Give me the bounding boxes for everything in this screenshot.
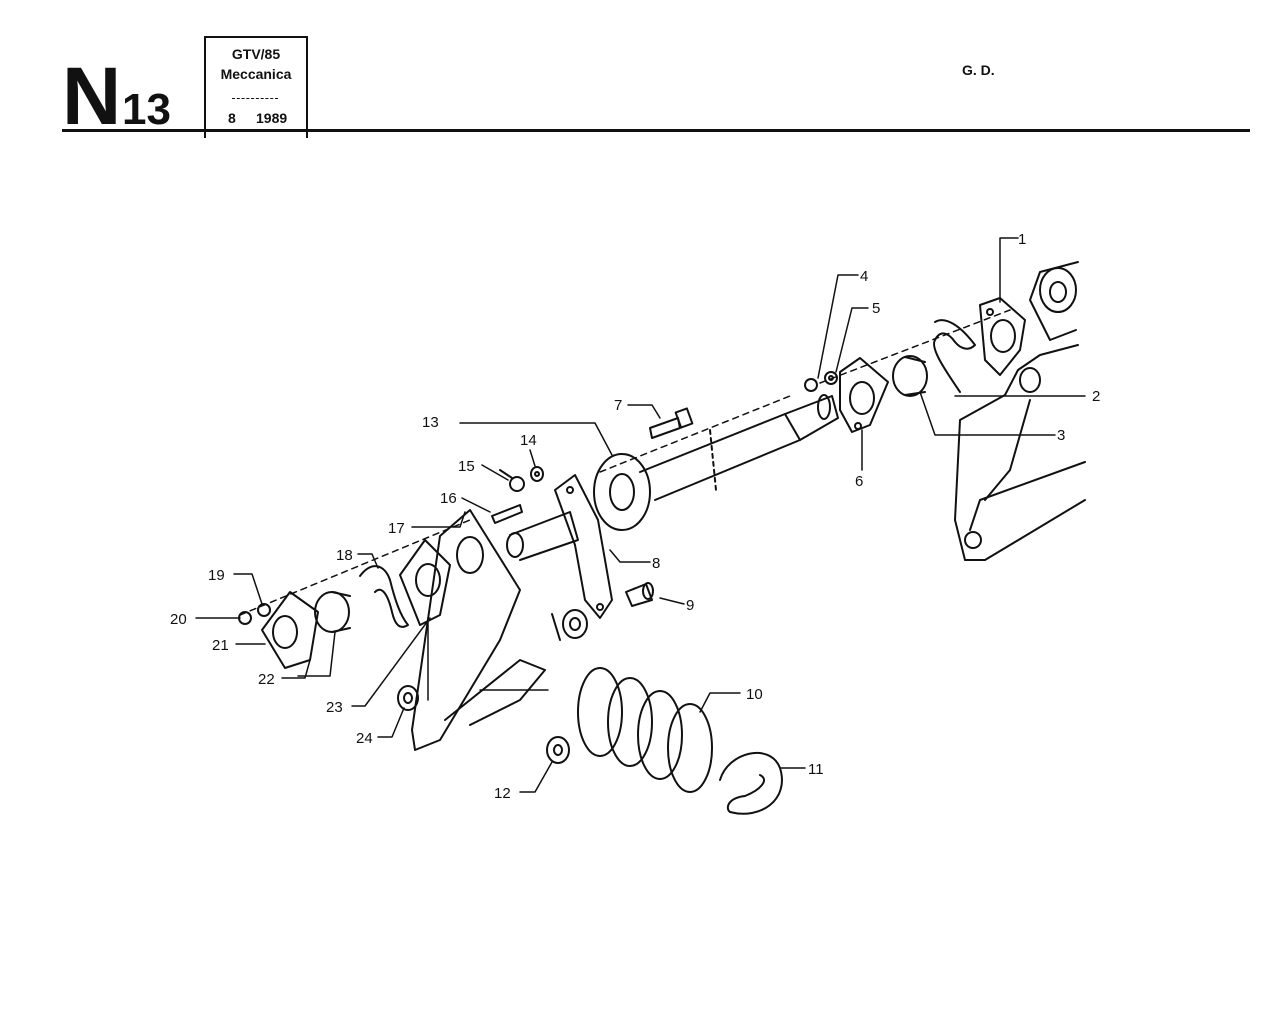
callout-10: 10 bbox=[746, 686, 763, 703]
edition-month: 8 bbox=[228, 110, 236, 126]
callout-7: 7 bbox=[614, 397, 622, 414]
part-16-bolt bbox=[491, 504, 523, 524]
callout-22: 22 bbox=[258, 671, 275, 688]
part-20-nut bbox=[238, 611, 252, 625]
part-4-nut bbox=[804, 378, 818, 392]
callout-14: 14 bbox=[520, 432, 537, 449]
edition-year: 1989 bbox=[256, 110, 288, 126]
callout-8: 8 bbox=[652, 555, 660, 572]
part-6-flange bbox=[839, 357, 889, 433]
callout-24: 24 bbox=[356, 730, 373, 747]
part-17-bracket bbox=[411, 509, 546, 751]
part-18-retainer bbox=[359, 565, 409, 628]
callout-2: 2 bbox=[1092, 388, 1100, 405]
callout-3: 3 bbox=[1057, 427, 1065, 444]
part-10-spring bbox=[577, 667, 713, 793]
part-14-washer bbox=[530, 466, 544, 482]
part-8-lever bbox=[506, 474, 613, 619]
section-number: 13 bbox=[122, 85, 171, 134]
callout-labels: 1 2 3 4 5 6 7 8 9 10 11 12 13 14 15 16 1… bbox=[170, 231, 1100, 802]
callout-6: 6 bbox=[855, 473, 863, 490]
header-rule bbox=[62, 129, 1250, 132]
collar bbox=[551, 609, 588, 641]
part-11-cup bbox=[719, 752, 783, 815]
leader-lines bbox=[195, 237, 1086, 793]
part-19-washer bbox=[257, 603, 271, 617]
callout-21: 21 bbox=[212, 637, 229, 654]
part-13-shaft bbox=[593, 394, 839, 531]
alignment-lines bbox=[239, 309, 1011, 616]
section-letter: N bbox=[62, 51, 121, 142]
part-9-pin bbox=[625, 582, 654, 607]
part-12-nut bbox=[546, 736, 570, 764]
part-24-nut bbox=[397, 685, 419, 711]
callout-19: 19 bbox=[208, 567, 225, 584]
part-7-bolt bbox=[649, 407, 694, 439]
callout-20: 20 bbox=[170, 611, 187, 628]
callout-11: 11 bbox=[808, 761, 824, 778]
part-1-flange bbox=[979, 297, 1026, 376]
callout-5: 5 bbox=[872, 300, 880, 317]
callout-18: 18 bbox=[336, 547, 353, 564]
part-3-bush bbox=[892, 355, 928, 397]
callout-16: 16 bbox=[440, 490, 457, 507]
group-label: Meccanica bbox=[220, 66, 292, 82]
part-23-flange bbox=[399, 539, 451, 626]
callout-12: 12 bbox=[494, 785, 511, 802]
model-label: GTV/85 bbox=[231, 46, 281, 62]
callout-23: 23 bbox=[326, 699, 343, 716]
box-separator bbox=[232, 98, 278, 99]
callout-9: 9 bbox=[686, 597, 694, 614]
part-21-flange bbox=[261, 591, 319, 669]
steering-box-housing bbox=[954, 261, 1086, 561]
callout-17: 17 bbox=[388, 520, 405, 537]
callout-13: 13 bbox=[422, 414, 439, 431]
part-22-bush bbox=[314, 591, 351, 633]
part-2-retainer bbox=[933, 319, 976, 393]
header-info-box: GTV/85 Meccanica 8 1989 bbox=[204, 36, 308, 138]
part-15-nut bbox=[499, 469, 525, 492]
callout-4: 4 bbox=[860, 268, 868, 285]
drive-code: G. D. bbox=[962, 62, 995, 78]
callout-15: 15 bbox=[458, 458, 475, 475]
callout-1: 1 bbox=[1018, 231, 1026, 248]
